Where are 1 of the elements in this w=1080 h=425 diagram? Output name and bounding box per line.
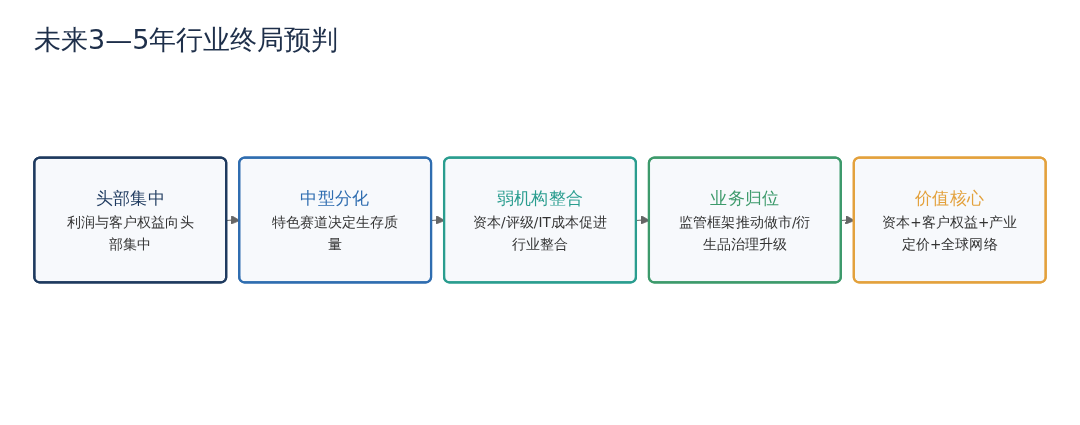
diagram-title: 未来3—5年行业终局预判 xyxy=(34,23,339,57)
